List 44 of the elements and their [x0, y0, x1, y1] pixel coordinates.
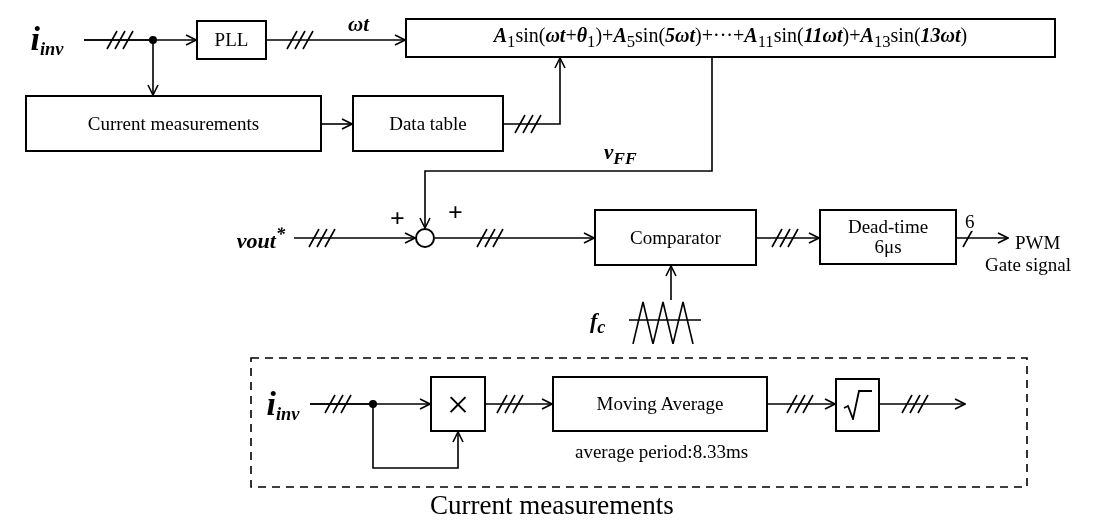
arrow: [756, 228, 820, 248]
sign-label: +: [448, 200, 463, 226]
process-box: [196, 20, 267, 60]
arrow: [293, 228, 416, 248]
block-label: Comparator: [630, 226, 721, 249]
process-box: [552, 376, 768, 432]
block-label: Moving Average: [596, 393, 724, 415]
process-box: [352, 95, 504, 152]
arrow: [879, 394, 966, 414]
signal-label: i$_{inv}$: [30, 19, 64, 61]
process-box: [835, 378, 880, 432]
arrow: [266, 30, 406, 50]
signal-label: f$_{c}$: [590, 310, 606, 337]
process-box: [25, 95, 322, 152]
signal-label: vout$^{*}$: [236, 223, 286, 255]
arrow: [83, 39, 159, 96]
arrow: [767, 394, 836, 414]
process-box: [594, 209, 757, 266]
triangle-wave-drawing: [629, 300, 701, 344]
caption-text: average period:8.33ms: [575, 442, 749, 461]
block-label: Current measurements: [87, 112, 260, 135]
edge-label: 6: [963, 212, 977, 231]
sign-label: +: [390, 206, 405, 232]
block-label: Dead-time 6μs: [846, 217, 930, 257]
block-label: A$_{1}$sin(ωt+θ$_{1}$)+A$_{5}$sin(5ωt)+···+A$_{11}$sin(11ωt)+A$_{13}$sin(13ωt): [493, 24, 968, 52]
formula-box: [405, 18, 1056, 58]
arrow: [956, 228, 1009, 248]
multiply-symbol: ×: [446, 380, 470, 428]
process-box: [430, 376, 486, 432]
arrow: [309, 403, 464, 469]
arrow: [434, 228, 595, 248]
block-label: Data table: [389, 112, 467, 135]
output-label: PWM: [1015, 232, 1061, 254]
arrow: [485, 394, 553, 414]
arrow: [419, 57, 713, 229]
group-heading: Current measurements: [430, 490, 674, 521]
block-label: PLL: [214, 29, 249, 51]
arrow: [503, 57, 566, 134]
arrow: [321, 118, 353, 130]
output-label: Gate signal: [985, 254, 1071, 276]
process-box: [819, 209, 957, 265]
arrow: [665, 265, 677, 301]
signal-label: i$_{inv}$: [266, 384, 300, 426]
summing-junction: [415, 228, 435, 248]
